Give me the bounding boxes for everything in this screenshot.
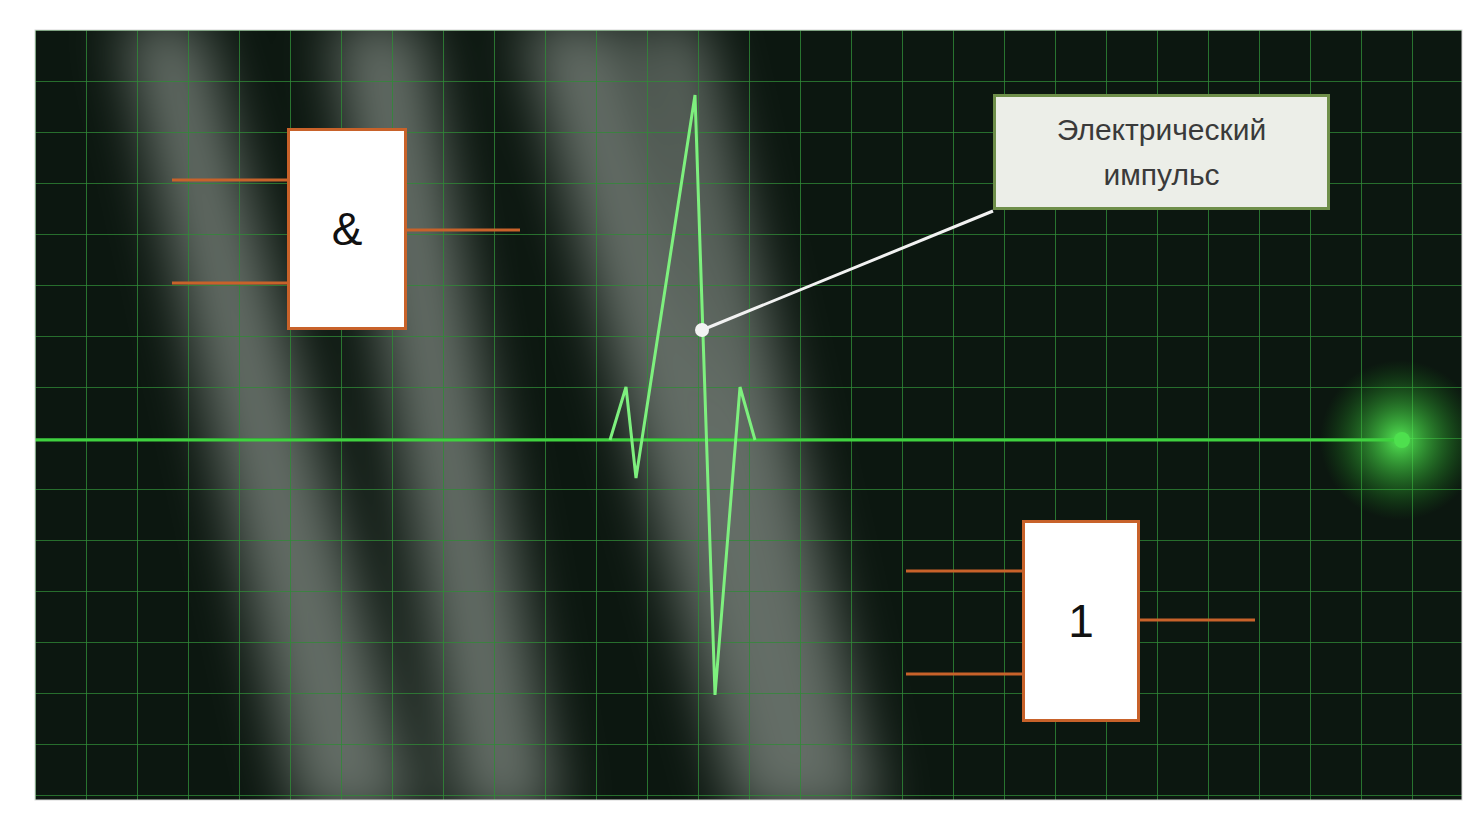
callout-box: Электрический импульс bbox=[993, 94, 1330, 210]
node-label: Электрический импульс bbox=[1027, 107, 1297, 197]
leader-dot bbox=[695, 323, 709, 337]
or-gate: 1 bbox=[1022, 520, 1140, 722]
gate-wires bbox=[172, 180, 1255, 674]
and-gate: & bbox=[287, 128, 407, 330]
leader-line bbox=[707, 211, 993, 328]
node-label: 1 bbox=[1068, 594, 1094, 648]
node-label: & bbox=[332, 202, 363, 256]
